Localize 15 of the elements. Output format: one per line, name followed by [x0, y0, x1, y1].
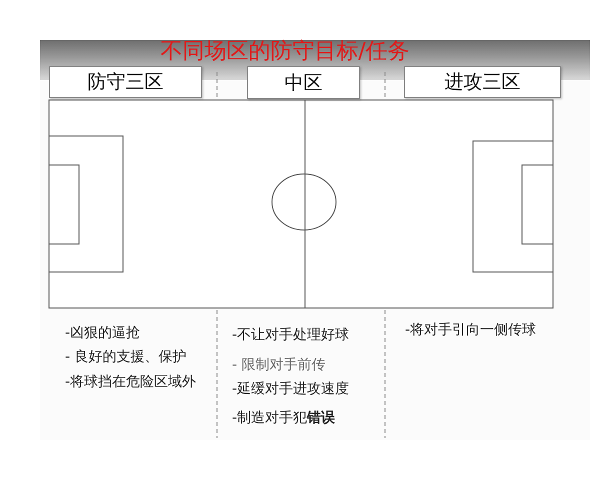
- zone-title: 防守三区: [88, 70, 164, 95]
- bullet-point-text: -延缓对手进攻速度: [232, 380, 350, 398]
- bullet-point-text: -凶狠的逼抢: [65, 324, 140, 342]
- bullet-point-text: -不让对手处理好球: [232, 326, 350, 344]
- bullet-point-text: -将球挡在危险区域外: [65, 373, 196, 391]
- zone-header-box: [247, 66, 360, 99]
- zone-title: 进攻三区: [444, 70, 520, 95]
- bullet-point-text: - 良好的支援、保护: [65, 348, 187, 366]
- diagram-title: 不同场区的防守目标/任务: [159, 38, 411, 66]
- zone-header-box: [404, 66, 561, 98]
- zone-header-box: [49, 66, 202, 98]
- bullet-point-text: -将对手引向一侧传球: [405, 321, 536, 339]
- zone-title: 中区: [284, 70, 322, 96]
- bullet-point-text: -制造对手犯错误: [232, 409, 336, 427]
- bullet-point-text: - 限制对手前传: [232, 356, 326, 374]
